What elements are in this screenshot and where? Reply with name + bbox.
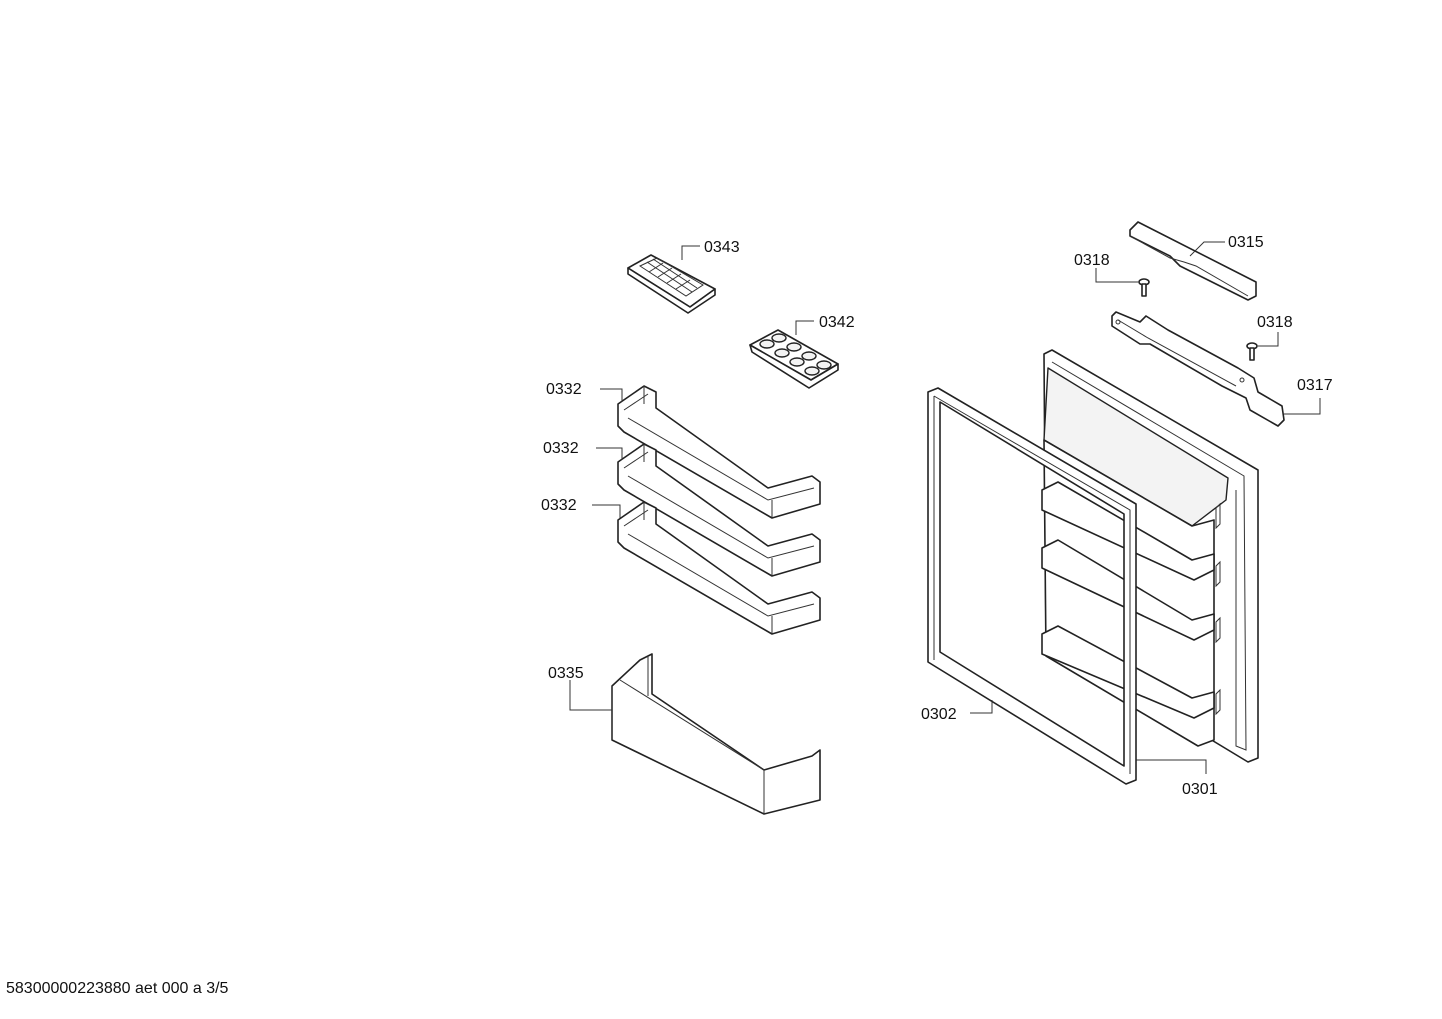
leader-0301 bbox=[1136, 759, 1207, 774]
leader-0332-1 bbox=[600, 388, 623, 402]
label-0318-1: 0318 bbox=[1074, 252, 1110, 269]
label-0318-2: 0318 bbox=[1257, 314, 1293, 331]
label-0332-3: 0332 bbox=[541, 497, 577, 514]
hinge-bracket-part bbox=[1111, 311, 1285, 427]
leader-0332-2 bbox=[596, 447, 623, 460]
leader-0317 bbox=[1284, 398, 1321, 415]
screw-part-1 bbox=[1138, 278, 1150, 297]
label-0301: 0301 bbox=[1182, 781, 1218, 798]
screw-part-2 bbox=[1246, 342, 1258, 361]
egg-tray-part bbox=[749, 329, 839, 389]
label-0335: 0335 bbox=[548, 665, 584, 682]
label-0317: 0317 bbox=[1297, 377, 1333, 394]
label-0302: 0302 bbox=[921, 706, 957, 723]
door-shelf-part-2 bbox=[617, 443, 821, 577]
door-shelf-part-1 bbox=[617, 385, 821, 519]
leader-0315 bbox=[1189, 241, 1225, 257]
leader-0343 bbox=[681, 245, 700, 260]
leader-0318-2 bbox=[1258, 332, 1279, 347]
leader-0335 bbox=[569, 680, 612, 711]
diagram-reference-footer: 58300000223880 aet 000 a 3/5 bbox=[6, 980, 229, 997]
door-gasket-part bbox=[927, 387, 1137, 785]
bottle-shelf-part bbox=[611, 653, 821, 815]
ice-cube-tray-part bbox=[627, 254, 716, 314]
door-liner-part bbox=[1041, 349, 1259, 763]
label-0332-1: 0332 bbox=[546, 381, 582, 398]
leader-0302 bbox=[970, 700, 993, 714]
label-0315: 0315 bbox=[1228, 234, 1264, 251]
door-shelf-part-3 bbox=[617, 501, 821, 635]
label-0332-2: 0332 bbox=[543, 440, 579, 457]
leader-0332-3 bbox=[592, 504, 621, 518]
hinge-cover-part bbox=[1129, 221, 1257, 301]
label-0342: 0342 bbox=[819, 314, 855, 331]
leader-0342 bbox=[795, 320, 814, 335]
leader-0318-1 bbox=[1095, 268, 1138, 283]
label-0343: 0343 bbox=[704, 239, 740, 256]
